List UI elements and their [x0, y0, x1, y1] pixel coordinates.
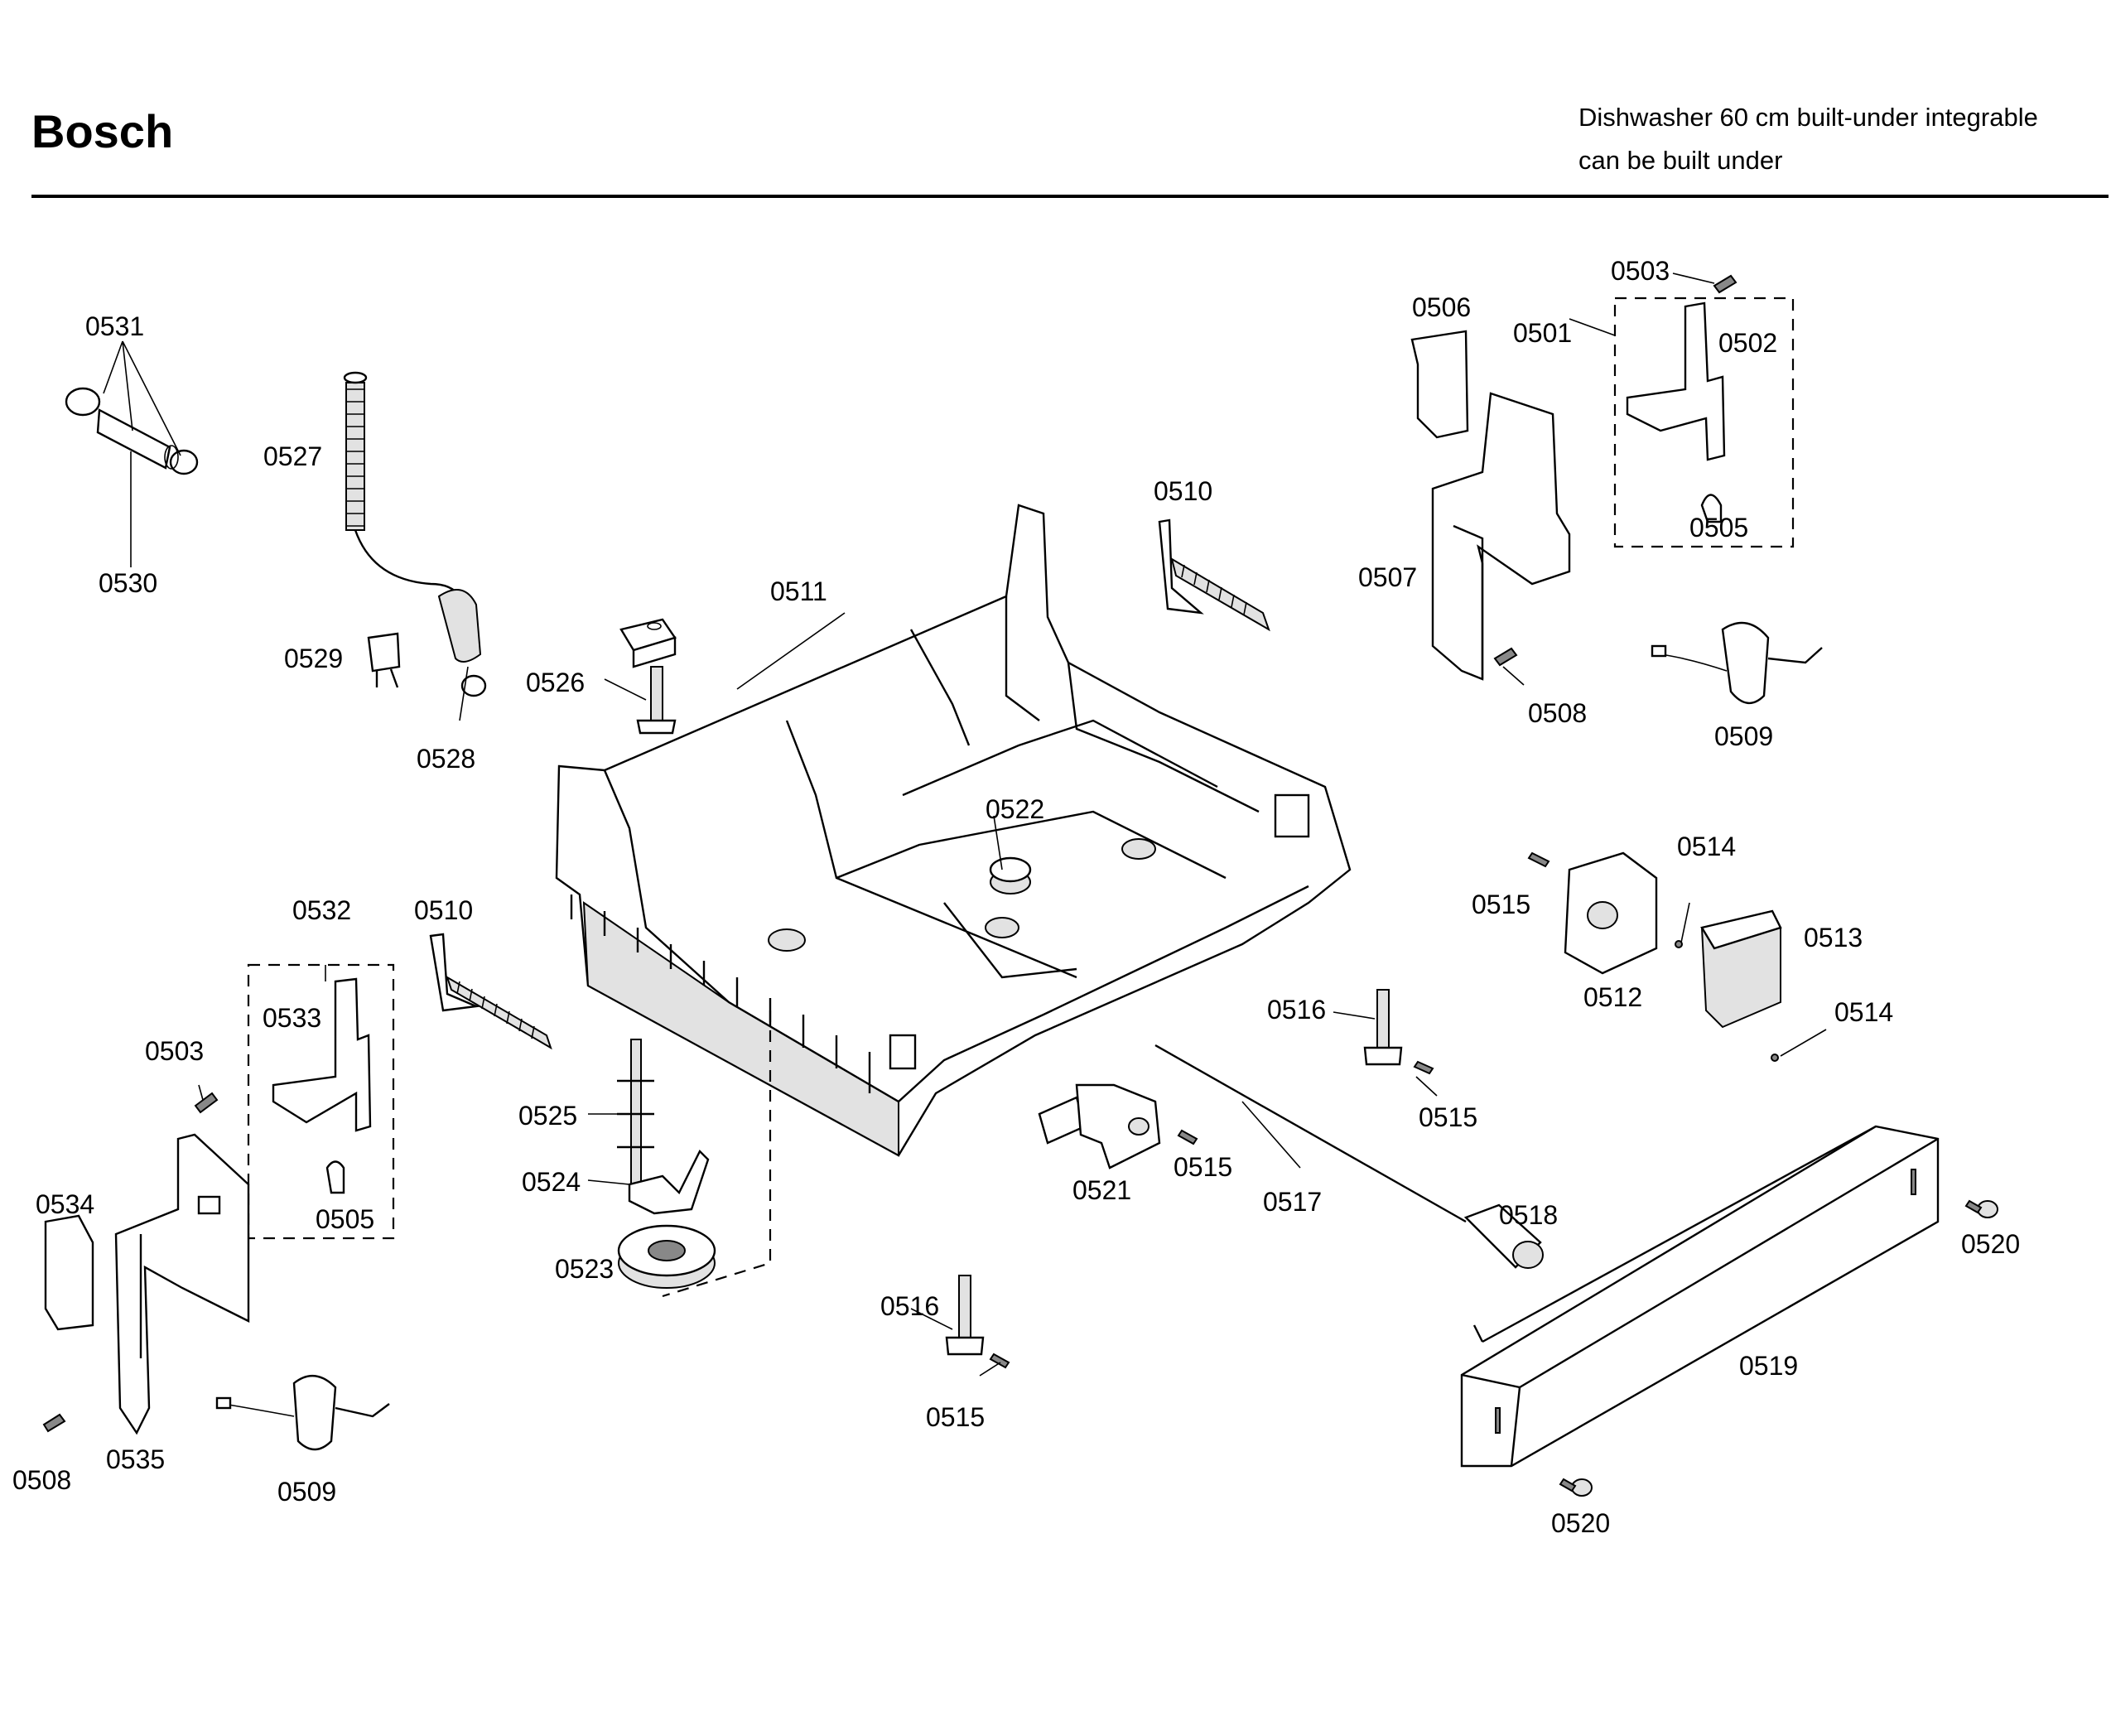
foot-0516-right-drawing	[1363, 989, 1403, 1066]
clip-0529-drawing	[367, 632, 401, 688]
callout-label: 0535	[106, 1444, 165, 1474]
callout-label: 0533	[263, 1003, 321, 1033]
hinge-spring-0510-left-drawing	[429, 933, 552, 1050]
callout-label: 0519	[1739, 1351, 1798, 1381]
header-divider	[31, 195, 2109, 198]
housing-0512-drawing	[1564, 851, 1658, 975]
callout-label: 0527	[263, 441, 322, 471]
callout-label: 0501	[1513, 318, 1572, 348]
callout-label: 0518	[1499, 1200, 1558, 1230]
callout-label: 0502	[1718, 328, 1777, 358]
float-0525-0524-0523-drawing	[617, 1039, 716, 1289]
small-screws-right-drawing	[989, 851, 1779, 1369]
screw-0520-drawing	[1559, 1199, 1998, 1497]
brand-title: Bosch	[31, 105, 174, 157]
model-description-line-1: Dishwasher 60 cm built-under integrable	[1578, 103, 2038, 132]
hinge-0509-left-drawing	[215, 1375, 390, 1451]
callout-label: 0510	[1154, 476, 1212, 506]
callout-label: 0517	[1263, 1187, 1322, 1217]
cover-0506-drawing	[1410, 330, 1469, 439]
base-tub-drawing	[555, 504, 1352, 1298]
callout-label: 0522	[986, 794, 1044, 824]
callout-label: 0510	[414, 895, 473, 925]
bracket-0532-drawing	[247, 963, 395, 1240]
rod-0517-drawing	[1154, 1044, 1544, 1269]
callout-label: 0528	[417, 744, 475, 774]
small-screws-left-drawing	[42, 1092, 219, 1433]
callout-label: 0531	[85, 311, 144, 341]
valve-0521-drawing	[1038, 1083, 1161, 1169]
cover-0534-drawing	[44, 1214, 94, 1331]
foot-0516-center-drawing	[945, 1275, 985, 1356]
callout-labels: 0531 0530 0527 0529 0528 0526 0511 0510 …	[12, 256, 2020, 1538]
foot-0526-drawing	[636, 666, 677, 735]
bracket-0507-drawing	[1431, 392, 1571, 681]
callout-label: 0516	[880, 1291, 939, 1321]
callout-label: 0505	[1689, 513, 1748, 542]
callout-label: 0508	[1528, 698, 1587, 728]
callout-label: 0506	[1412, 292, 1471, 322]
callout-label: 0521	[1072, 1175, 1131, 1205]
callout-label: 0507	[1358, 562, 1417, 592]
callout-label: 0515	[926, 1402, 985, 1432]
hinge-0509-right-drawing	[1651, 621, 1823, 704]
callout-label: 0514	[1834, 997, 1893, 1027]
callout-label: 0511	[770, 576, 827, 606]
callout-label: 0509	[1714, 721, 1773, 751]
cap-0513-drawing	[1700, 909, 1782, 1029]
callout-label: 0508	[12, 1465, 71, 1495]
drain-hose-drawing	[343, 371, 487, 697]
callout-label: 0524	[522, 1167, 581, 1197]
callout-label: 0503	[1611, 256, 1670, 286]
callout-label: 0509	[277, 1477, 336, 1507]
callout-label: 0515	[1472, 890, 1530, 919]
callout-label: 0532	[292, 895, 351, 925]
callout-label: 0512	[1583, 982, 1642, 1012]
bracket-0501-drawing	[1613, 274, 1795, 548]
callout-label: 0515	[1174, 1152, 1232, 1182]
leader-lines	[103, 272, 1827, 1377]
callout-label: 0520	[1551, 1508, 1610, 1538]
small-screw-0508-right-drawing	[1493, 647, 1518, 667]
callout-label: 0529	[284, 644, 343, 673]
callout-label: 0534	[36, 1189, 94, 1219]
model-description-line-2: can be built under	[1578, 146, 1783, 175]
callout-label: 0526	[526, 668, 585, 697]
callout-label: 0505	[316, 1204, 374, 1234]
callout-label: 0515	[1419, 1102, 1477, 1132]
callout-label: 0530	[99, 568, 157, 598]
callout-label: 0520	[1961, 1229, 2020, 1259]
callout-label: 0523	[555, 1254, 614, 1284]
callout-label: 0513	[1804, 923, 1863, 952]
callout-label: 0503	[145, 1036, 204, 1066]
sensor-0526-drawing	[619, 618, 677, 668]
hinge-spring-0510-right-drawing	[1158, 518, 1270, 632]
callout-label: 0514	[1677, 832, 1736, 861]
plinth-panel-0519-drawing	[1460, 1125, 1940, 1468]
hose-clamp-assembly-drawing	[65, 387, 199, 475]
callout-label: 0516	[1267, 995, 1326, 1025]
callout-label: 0525	[518, 1101, 577, 1131]
door-bracket-0535-drawing	[114, 1133, 250, 1435]
